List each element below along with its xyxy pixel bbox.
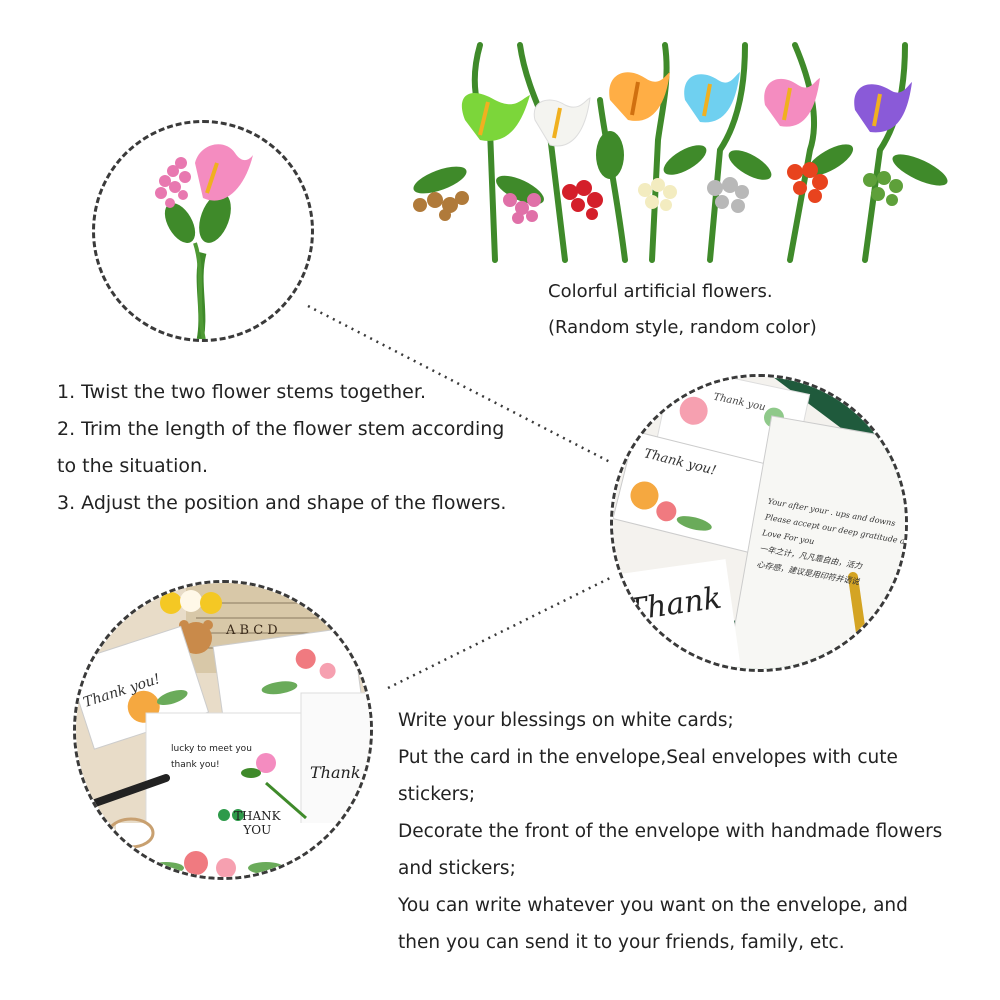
calla-flower-orange xyxy=(609,72,670,121)
collage-letters: A B C D xyxy=(226,623,278,638)
flowers-caption-line2: (Random style, random color) xyxy=(548,317,817,338)
usage-line-5: and stickers; xyxy=(398,858,516,879)
calla-flower-pink xyxy=(764,78,820,127)
cards-letter-circle: Thank you! Thank you Thank Your after yo… xyxy=(610,374,908,672)
lucky-line-1: lucky to meet you xyxy=(171,744,252,754)
thank-caps-2: YOU xyxy=(243,823,272,837)
step-3: 3. Adjust the position and shape of the … xyxy=(57,492,507,514)
step-2: 2. Trim the length of the flower stem ac… xyxy=(57,418,505,440)
calla-flower-green xyxy=(461,92,530,141)
usage-instructions: Write your blessings on white cards; Put… xyxy=(398,702,988,961)
calla-flower-purple xyxy=(854,82,912,133)
twisted-flower-circle xyxy=(92,120,314,342)
usage-line-1: Write your blessings on white cards; xyxy=(398,710,734,731)
flower-row-image xyxy=(400,40,960,270)
usage-line-4: Decorate the front of the envelope with … xyxy=(398,821,943,842)
usage-line-3: stickers; xyxy=(398,784,476,805)
lucky-line-2: thank you! xyxy=(171,760,220,770)
collage-thank-caps: THANK YOU xyxy=(234,809,281,837)
step-2-cont: to the situation. xyxy=(57,455,209,477)
step-1: 1. Twist the two flower stems together. xyxy=(57,381,426,403)
thank-caps-1: THANK xyxy=(234,809,281,823)
flowers-caption-line1: Colorful artificial flowers. xyxy=(548,281,773,302)
usage-line-7: then you can send it to your friends, fa… xyxy=(398,932,845,953)
instructions-list: 1. Twist the two flower stems together. … xyxy=(57,374,517,522)
usage-line-2: Put the card in the envelope,Seal envelo… xyxy=(398,747,898,768)
flowers-caption: Colorful artificial flowers. (Random sty… xyxy=(548,274,817,346)
collage-lucky-text: lucky to meet you thank you! xyxy=(171,741,252,773)
cards-collage-circle: Thank you! A B C D lucky to meet you tha… xyxy=(73,580,373,880)
berry-clusters xyxy=(413,162,903,224)
usage-line-6: You can write whatever you want on the e… xyxy=(398,895,908,916)
collage-thank-script: Thank xyxy=(310,763,361,782)
calla-flower-white xyxy=(533,97,591,147)
calla-flower-blue xyxy=(684,72,740,123)
